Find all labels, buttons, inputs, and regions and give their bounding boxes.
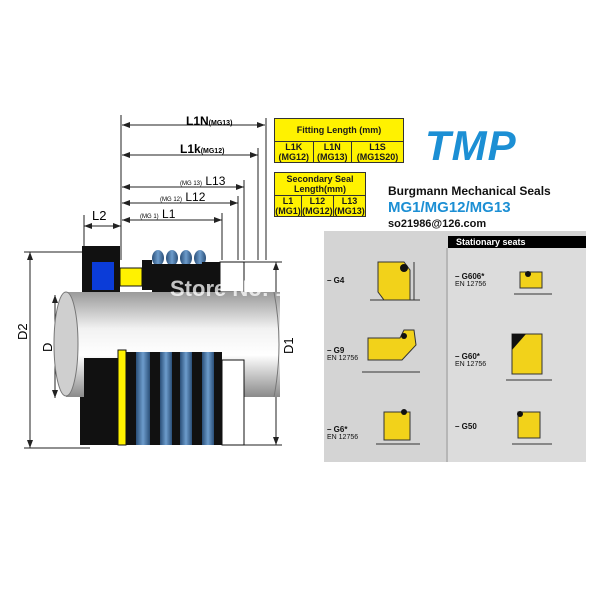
watermark: Store No: 1 xyxy=(170,276,288,301)
arrowheads xyxy=(27,122,279,448)
stationary-seats-header: Stationary seats xyxy=(448,236,586,248)
seat-g9: – G9 EN 12756 xyxy=(327,346,359,362)
fitting-col-2: L1N(MG13) xyxy=(312,141,353,163)
brand-email: so21986@126.com xyxy=(388,218,487,230)
secondary-col-3: L13(MG13) xyxy=(332,195,367,217)
stationary-seat-panel xyxy=(324,231,586,462)
fitting-col-1: L1K(MG12) xyxy=(274,141,314,163)
label-L13: (MG 13) L13 xyxy=(180,174,226,188)
seat-g606: – G606* EN 12756 xyxy=(455,272,487,288)
label-L1N: L1N(MG13) xyxy=(186,114,233,128)
seat-g50: – G50 xyxy=(455,422,477,431)
seal-bottom-section xyxy=(80,349,245,446)
label-L2: L2 xyxy=(92,208,107,223)
brand-title: Burgmann Mechanical Seals xyxy=(388,184,551,198)
secondary-table-title: Secondary Seal Length(mm) xyxy=(274,172,366,196)
fitting-table-title: Fitting Length (mm) xyxy=(274,118,404,142)
brand-logo: TMP xyxy=(425,122,517,169)
seal-top-section xyxy=(82,246,245,293)
seat-g4: – G4 xyxy=(327,276,345,285)
secondary-col-2: L12(MG12) xyxy=(300,195,334,217)
seat-g60: – G60* EN 12756 xyxy=(455,352,487,368)
label-L1: (MG 1) L1 xyxy=(140,207,176,221)
secondary-seal-table: Secondary Seal Length(mm) L1(MG1) L12(MG… xyxy=(274,172,367,217)
label-D: D xyxy=(40,342,55,352)
secondary-col-1: L1(MG1) xyxy=(274,195,302,217)
brand-models: MG1/MG12/MG13 xyxy=(388,199,511,216)
seat-g6: – G6* EN 12756 xyxy=(327,425,359,441)
fitting-length-table: Fitting Length (mm) L1K(MG12) L1N(MG13) … xyxy=(274,118,404,163)
label-D1: D1 xyxy=(281,337,296,354)
label-L1k: L1k(MG12) xyxy=(180,142,225,156)
label-L12: (MG 12) L12 xyxy=(160,190,206,204)
fitting-col-3: L1S(MG1S20) xyxy=(351,141,404,163)
label-D2: D2 xyxy=(15,323,30,340)
